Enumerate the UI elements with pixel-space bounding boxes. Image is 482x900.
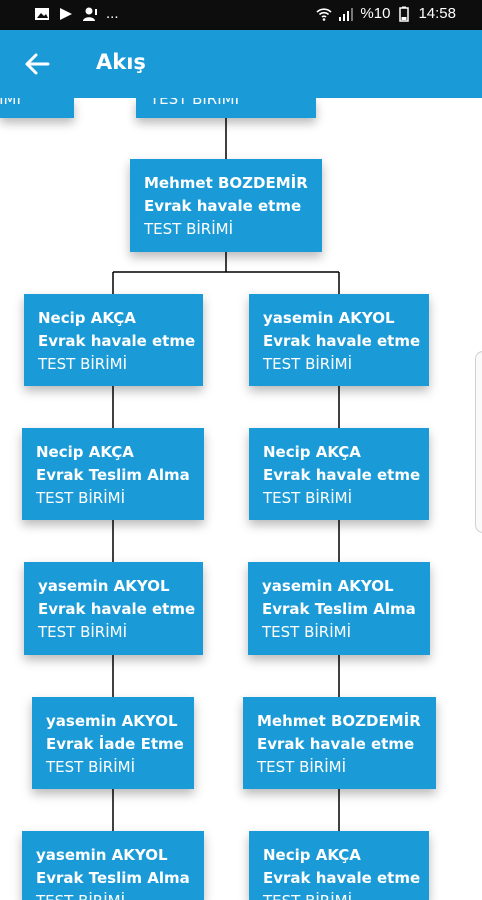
node-unit: TEST BİRİMİ xyxy=(36,890,204,900)
app-bar: Akış xyxy=(0,30,482,98)
person-alert-icon xyxy=(83,7,97,21)
node-action: Evrak havale etme xyxy=(38,600,196,618)
node-action: Evrak havale etme xyxy=(38,332,196,350)
flow-canvas[interactable]: BİRİMİ TEST BİRİMİ Mehmet BOZDEMİR Evrak… xyxy=(0,98,482,900)
page-title: Akış xyxy=(96,50,146,74)
arrow-left-icon[interactable] xyxy=(22,49,52,79)
node-person: yasemin AKYOL xyxy=(262,577,394,595)
node-person: yasemin AKYOL xyxy=(38,577,170,595)
wifi-icon xyxy=(316,7,332,21)
node-person: yasemin AKYOL xyxy=(36,846,168,864)
flow-node[interactable]: yasemin AKYOL Evrak havale etme TEST BİR… xyxy=(249,294,429,386)
flow-node[interactable]: Mehmet BOZDEMİR Evrak havale etme TEST B… xyxy=(243,697,436,789)
node-unit: TEST BİRİMİ xyxy=(38,355,128,373)
node-action: Evrak havale etme xyxy=(263,332,421,350)
flow-node[interactable]: Necip AKÇA Evrak Teslim Alma TEST BİRİMİ xyxy=(22,428,204,520)
flow-node[interactable]: yasemin AKYOL Evrak İade Etme TEST BİRİM… xyxy=(32,697,194,789)
flow-node[interactable]: Necip AKÇA Evrak havale etme TEST BİRİMİ xyxy=(24,294,203,386)
node-unit: TEST BİRİMİ xyxy=(257,758,347,776)
flow-node[interactable]: yasemin AKYOL Evrak Teslim Alma TEST BİR… xyxy=(22,831,204,900)
node-unit: TEST BİRİMİ xyxy=(262,623,352,641)
status-right: %10 14:58 xyxy=(316,5,456,22)
node-unit: BİRİMİ xyxy=(0,98,21,108)
node-action: Evrak Teslim Alma xyxy=(262,600,416,618)
edge-panel-handle[interactable] xyxy=(475,351,482,533)
node-person: Necip AKÇA xyxy=(263,443,361,461)
node-unit: TEST BİRİMİ xyxy=(263,489,353,507)
battery-icon xyxy=(399,6,410,22)
flow-node[interactable]: yasemin AKYOL Evrak havale etme TEST BİR… xyxy=(24,562,203,655)
node-unit: TEST BİRİMİ xyxy=(46,758,136,776)
node-person: yasemin AKYOL xyxy=(46,712,178,730)
node-person: Necip AKÇA xyxy=(36,443,134,461)
status-more: ... xyxy=(106,5,119,22)
node-action: Evrak havale etme xyxy=(263,869,421,887)
image-icon xyxy=(35,7,49,20)
play-icon xyxy=(60,7,72,20)
signal-icon xyxy=(339,7,354,21)
node-action: Evrak Teslim Alma xyxy=(36,466,190,484)
node-unit: TEST BİRİMİ xyxy=(263,890,429,900)
battery-percent: %10 xyxy=(360,5,391,22)
flow-node-partial-center[interactable]: TEST BİRİMİ xyxy=(136,98,316,118)
node-person: yasemin AKYOL xyxy=(263,309,395,327)
flow-node[interactable]: yasemin AKYOL Evrak Teslim Alma TEST BİR… xyxy=(248,562,430,655)
node-unit: TEST BİRİMİ xyxy=(150,98,240,108)
flow-node[interactable]: Necip AKÇA Evrak havale etme TEST BİRİMİ xyxy=(249,831,429,900)
node-unit: TEST BİRİMİ xyxy=(38,623,128,641)
status-bar: ... %10 14:58 xyxy=(0,0,482,30)
status-time: 14:58 xyxy=(418,5,456,22)
node-action: Evrak İade Etme xyxy=(46,735,184,753)
flow-node[interactable]: Mehmet BOZDEMİR Evrak havale etme TEST B… xyxy=(130,159,322,252)
node-person: Necip AKÇA xyxy=(263,846,361,864)
node-unit: TEST BİRİMİ xyxy=(144,220,234,238)
node-unit: TEST BİRİMİ xyxy=(36,489,126,507)
flow-connectors xyxy=(112,118,340,831)
node-action: Evrak havale etme xyxy=(263,466,421,484)
node-action: Evrak havale etme xyxy=(257,735,415,753)
node-unit: TEST BİRİMİ xyxy=(263,355,353,373)
node-person: Mehmet BOZDEMİR xyxy=(257,712,421,730)
node-action: Evrak havale etme xyxy=(144,197,302,215)
flow-node[interactable]: Necip AKÇA Evrak havale etme TEST BİRİMİ xyxy=(249,428,429,520)
node-person: Mehmet BOZDEMİR xyxy=(144,174,308,192)
node-person: Necip AKÇA xyxy=(38,309,136,327)
status-left: ... xyxy=(34,5,119,22)
node-action: Evrak Teslim Alma xyxy=(36,869,190,887)
flow-node-partial-left[interactable]: BİRİMİ xyxy=(0,98,74,118)
